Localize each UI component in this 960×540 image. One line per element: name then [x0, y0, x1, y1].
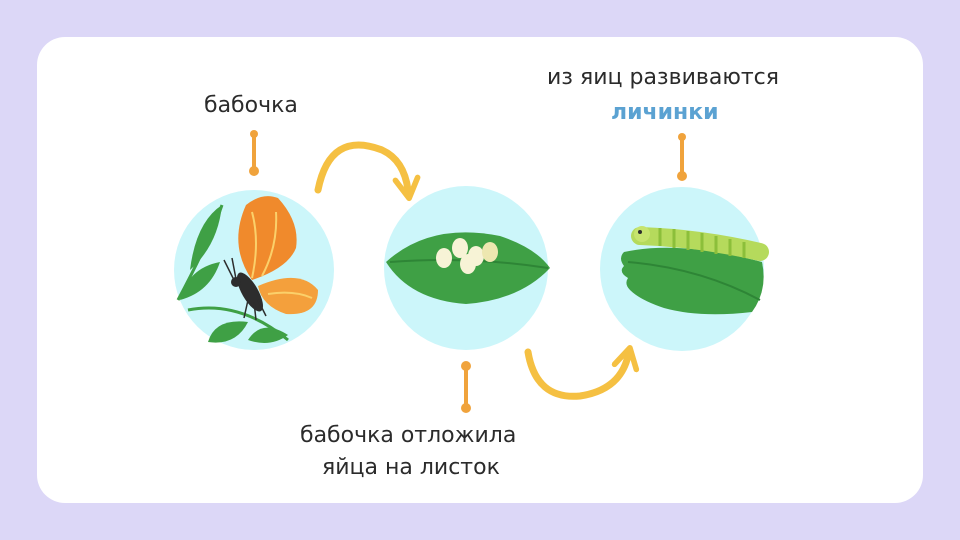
caterpillar-icon: [621, 226, 769, 315]
eggs-on-leaf-icon: [386, 232, 550, 304]
butterfly-label: бабочка: [204, 93, 298, 118]
curved-arrow-icon: [314, 141, 421, 202]
connector-larvae: [677, 133, 687, 181]
connector-butterfly: [249, 130, 259, 176]
larvae-label-highlight: личинки: [611, 100, 719, 125]
connector-eggs: [461, 361, 471, 413]
butterfly-icon: [176, 196, 318, 344]
eggs-label-line1: бабочка отложила: [300, 423, 517, 448]
eggs-label-line2: яйца на листок: [322, 455, 500, 480]
curved-arrow-icon: [524, 345, 640, 400]
larvae-label-line1: из яиц развиваются: [547, 65, 780, 90]
